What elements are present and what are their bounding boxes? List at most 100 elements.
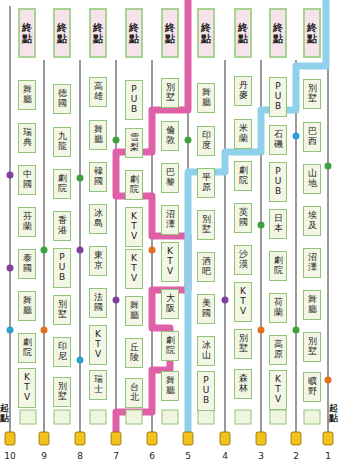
lane-number: 6 xyxy=(149,451,155,461)
place-box: KTV xyxy=(18,368,36,408)
place-name: PUB xyxy=(274,82,283,112)
place-box: 美國 xyxy=(197,294,215,324)
place-box: 劇院 xyxy=(234,161,252,191)
place-box: 芬蘭 xyxy=(18,207,36,237)
place-box: KTV xyxy=(234,282,252,322)
place-box: 雪梨 xyxy=(125,128,143,158)
place-name: 東京 xyxy=(94,251,103,271)
place-box: 荷蘭 xyxy=(269,293,287,323)
place-box: 平原 xyxy=(197,168,215,198)
place-name: 日本 xyxy=(274,214,283,234)
place-name: 別墅 xyxy=(166,83,175,103)
lane-number: 8 xyxy=(77,451,83,461)
lane-number: 1 xyxy=(325,451,331,461)
place-name: 劇院 xyxy=(58,174,67,194)
place-name: 瑞典 xyxy=(23,128,32,148)
start-label: 起點 xyxy=(0,404,9,424)
place-name: 沙漠 xyxy=(239,250,248,270)
place-name: 舞廳 xyxy=(94,125,103,145)
place-box: PUB xyxy=(125,80,143,120)
place-name: 韓國 xyxy=(94,167,103,187)
place-name: 終點 xyxy=(93,22,103,44)
place-box: 香港 xyxy=(53,211,71,241)
place-box: 舞廳 xyxy=(125,296,143,326)
place-box: 劇院 xyxy=(53,169,71,199)
place-box: KTV xyxy=(269,370,287,410)
place-box: 高雄 xyxy=(89,77,107,107)
place-box: 九龍 xyxy=(53,127,71,157)
place-name: 台北 xyxy=(130,383,139,403)
place-box: 英國 xyxy=(234,203,252,233)
goal-box: 終點 xyxy=(269,8,287,58)
place-name: 舞廳 xyxy=(23,296,32,316)
place-name: 劇院 xyxy=(166,336,175,356)
place-name: 德國 xyxy=(58,89,67,109)
place-name: 森林 xyxy=(239,374,248,394)
place-box: 別墅 xyxy=(303,332,321,362)
goal-box: 終點 xyxy=(161,8,179,58)
place-box: 丘陵 xyxy=(125,338,143,368)
place-name: 高原 xyxy=(274,340,283,360)
start-label: 起點 xyxy=(329,404,338,424)
place-name: 中國 xyxy=(23,170,32,190)
place-box: PUB xyxy=(197,371,215,411)
place-box: 東京 xyxy=(89,246,107,276)
place-box: 丹麥 xyxy=(234,76,252,106)
place-box: 舞廳 xyxy=(161,371,179,401)
place-name: 大阪 xyxy=(166,294,175,314)
place-box: 別墅 xyxy=(53,377,71,407)
place-box: 森林 xyxy=(234,369,252,399)
place-name: 埃及 xyxy=(308,211,317,231)
lane-number: 9 xyxy=(41,451,47,461)
place-box: 法國 xyxy=(89,288,107,318)
place-box: KTV xyxy=(125,207,143,247)
place-name: 丘陵 xyxy=(130,343,139,363)
lane-number: 7 xyxy=(113,451,119,461)
place-name: 沼澤 xyxy=(166,210,175,230)
place-name: 劇院 xyxy=(130,175,139,195)
place-name: 劇院 xyxy=(274,256,283,276)
place-box: 巴黎 xyxy=(161,163,179,193)
place-name: 泰國 xyxy=(23,254,32,274)
lane-number: 10 xyxy=(4,451,15,461)
place-name: 山地 xyxy=(308,169,317,189)
place-name: 芬蘭 xyxy=(23,212,32,232)
place-name: PUB xyxy=(274,167,283,197)
place-name: 巴西 xyxy=(308,127,317,147)
place-box: 印尼 xyxy=(53,337,71,367)
place-name: 瑞士 xyxy=(94,375,103,395)
place-name: 劇院 xyxy=(239,166,248,186)
place-name: 冰山 xyxy=(202,341,211,361)
place-name: 沼澤 xyxy=(308,253,317,273)
place-box: 劇院 xyxy=(269,251,287,281)
place-name: 丹麥 xyxy=(239,81,248,101)
place-box: 山地 xyxy=(303,164,321,194)
place-box: 沼澤 xyxy=(161,205,179,235)
lane-number: 3 xyxy=(258,451,264,461)
place-name: KTV xyxy=(130,212,139,242)
place-name: 別墅 xyxy=(202,215,211,235)
goal-box: 終點 xyxy=(53,8,71,58)
place-box: 高原 xyxy=(269,335,287,365)
place-name: 高雄 xyxy=(94,82,103,102)
place-name: 印度 xyxy=(202,131,211,151)
goal-box: 終點 xyxy=(303,8,321,58)
place-box: 劇院 xyxy=(161,331,179,361)
goal-box: 終點 xyxy=(125,8,143,58)
place-box: PUB xyxy=(269,77,287,117)
lane-number: 2 xyxy=(293,451,299,461)
place-name: KTV xyxy=(23,373,32,403)
place-name: 別墅 xyxy=(308,337,317,357)
place-box: 舞廳 xyxy=(197,83,215,113)
place-name: 九龍 xyxy=(58,132,67,152)
place-box: 瑞士 xyxy=(89,370,107,400)
place-name: 米蘭 xyxy=(239,124,248,144)
place-name: KTV xyxy=(166,247,175,277)
place-name: KTV xyxy=(239,287,248,317)
place-name: 終點 xyxy=(273,22,283,44)
place-name: PUB xyxy=(130,85,139,115)
place-box: 別墅 xyxy=(53,295,71,325)
place-box: 曠野 xyxy=(303,372,321,402)
place-name: 終點 xyxy=(165,22,175,44)
place-box: 韓國 xyxy=(89,162,107,192)
